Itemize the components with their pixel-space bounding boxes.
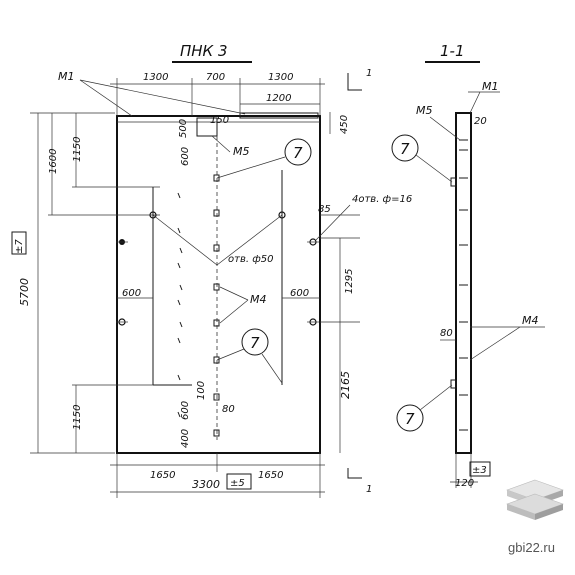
section-dim-120: 120 bbox=[455, 478, 474, 489]
item-7-top-label: 7 bbox=[293, 144, 303, 162]
section-title: 1-1 bbox=[440, 42, 465, 60]
dim-600-right: 600 bbox=[290, 288, 309, 299]
dim-1300-left: 1300 bbox=[143, 72, 168, 83]
dim-1200: 1200 bbox=[266, 93, 291, 104]
dim-1150-bottom: 1150 bbox=[72, 405, 83, 430]
m4-plate-5 bbox=[213, 319, 220, 327]
dim-3300: 3300 bbox=[192, 478, 220, 491]
section-item-7-bottom-label: 7 bbox=[405, 410, 415, 428]
dim-tol-5: ±5 bbox=[230, 478, 245, 489]
dim-2165: 2165 bbox=[339, 371, 352, 399]
section-loop-top bbox=[450, 177, 457, 187]
m4-plate-3 bbox=[213, 244, 220, 252]
cut-marker-bottom bbox=[347, 468, 362, 479]
item-7-bottom-leader-2 bbox=[261, 353, 283, 384]
hole-leader-2 bbox=[216, 214, 283, 266]
m4-plate-1 bbox=[213, 174, 220, 182]
dim-150: 150 bbox=[210, 115, 229, 126]
dim-600-left: 600 bbox=[122, 288, 141, 299]
dim-1300-right: 1300 bbox=[268, 72, 293, 83]
section-label-m4: М4 bbox=[522, 314, 539, 327]
dim-1600: 1600 bbox=[48, 149, 59, 174]
section-loop-bottom bbox=[450, 379, 457, 389]
section-label-m5: М5 bbox=[416, 104, 433, 117]
dim-1150-top: 1150 bbox=[72, 137, 83, 162]
site-logo-icon bbox=[506, 479, 564, 520]
tol-5-box bbox=[226, 473, 252, 490]
m5-leader bbox=[211, 135, 231, 153]
tol-7-box bbox=[11, 231, 27, 255]
watermark-text: gbi22.ru bbox=[508, 540, 555, 555]
m4-plate-2 bbox=[213, 209, 220, 217]
drawing-title: ПНК 3 bbox=[180, 42, 228, 60]
m4-leader-1 bbox=[219, 286, 249, 301]
dim-600-v: 600 bbox=[180, 147, 191, 166]
dim-tol-7: ±7 bbox=[14, 239, 25, 254]
section-tol-box bbox=[469, 461, 491, 477]
section-item-7-top bbox=[391, 134, 419, 162]
m4-plate-8 bbox=[213, 429, 220, 437]
cut-marker-top bbox=[347, 73, 362, 91]
item-7-callout-bottom bbox=[241, 328, 269, 356]
dim-700: 700 bbox=[206, 72, 225, 83]
dim-100-bottom: 100 bbox=[196, 381, 207, 400]
section-item-7-bottom-leader bbox=[419, 384, 453, 411]
dim-1295: 1295 bbox=[344, 269, 355, 294]
hole-leader-1 bbox=[152, 214, 218, 266]
dim-450: 450 bbox=[339, 115, 350, 134]
panel-outline bbox=[116, 115, 321, 454]
dim-500: 500 bbox=[178, 119, 189, 138]
item-7-top-leader bbox=[216, 156, 286, 179]
m4-leader-2 bbox=[219, 299, 249, 324]
section-hatch-marks bbox=[459, 139, 468, 431]
tick-marks bbox=[177, 192, 183, 418]
label-hole-50: отв. ф50 bbox=[228, 254, 273, 265]
section-item-7-top-leader bbox=[415, 154, 453, 183]
cut-marker-top-label: 1 bbox=[366, 68, 372, 79]
section-dim-tol-3: ±3 bbox=[472, 465, 487, 476]
dim-400-bottom: 400 bbox=[180, 429, 191, 448]
item-7-bottom-leader bbox=[216, 348, 245, 361]
holes-16-leader bbox=[315, 204, 351, 241]
item-7-bottom-label: 7 bbox=[250, 334, 260, 352]
dim-5700: 5700 bbox=[18, 278, 31, 306]
label-m1: М1 bbox=[58, 70, 75, 83]
section-m1-leader bbox=[469, 91, 481, 114]
section-dim-20: 20 bbox=[474, 116, 487, 127]
dim-80-bottom: 80 bbox=[222, 404, 235, 415]
m4-plate-7 bbox=[213, 393, 220, 401]
label-m5: М5 bbox=[233, 145, 250, 158]
m1-leader bbox=[79, 79, 133, 117]
m4-plate-6 bbox=[213, 356, 220, 364]
label-m4: М4 bbox=[250, 293, 267, 306]
section-label-m1: М1 bbox=[482, 80, 499, 93]
dim-1650-left: 1650 bbox=[150, 470, 175, 481]
item-7-callout-top bbox=[284, 138, 312, 166]
section-item-7-top-label: 7 bbox=[400, 140, 410, 158]
dim-85: 85 bbox=[318, 204, 331, 215]
section-m4-leader bbox=[469, 326, 521, 361]
m4-plate-4 bbox=[213, 283, 220, 291]
m5-embed-plate bbox=[196, 117, 218, 137]
section-outline bbox=[455, 112, 472, 454]
dim-1650-right: 1650 bbox=[258, 470, 283, 481]
section-dim-80: 80 bbox=[440, 328, 453, 339]
dim-600-bottom: 600 bbox=[180, 401, 191, 420]
section-item-7-bottom bbox=[396, 404, 424, 432]
m1-leader-2 bbox=[79, 79, 246, 115]
section-m5-leader bbox=[429, 116, 461, 141]
label-holes-16: 4отв. ф=16 bbox=[352, 194, 412, 205]
cut-marker-bottom-label: 1 bbox=[366, 484, 372, 495]
